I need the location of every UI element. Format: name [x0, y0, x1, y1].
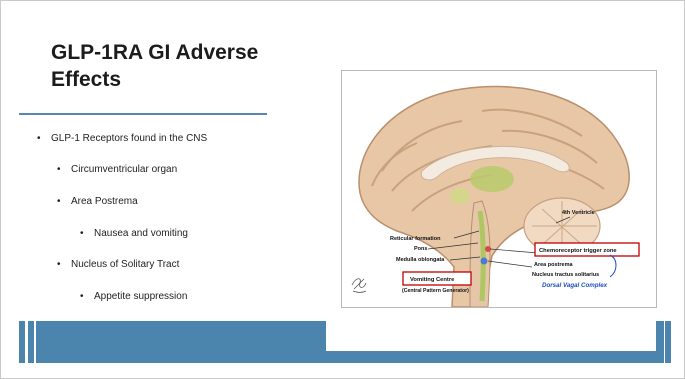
footer-left-bar	[19, 321, 25, 363]
brain-illustration: 4th Ventricle Reticular formation Pons M…	[342, 71, 656, 307]
label-chemoreceptor-trigger-zone: Chemoreceptor trigger zone	[539, 248, 617, 254]
slide-title-line1: GLP-1RA GI Adverse	[51, 41, 258, 64]
bullet-glyph: •	[57, 196, 71, 207]
label-pons: Pons	[414, 246, 427, 252]
dvc-bracket	[610, 255, 616, 277]
bullet-item: •Appetite suppression	[80, 291, 187, 302]
thalamus	[470, 166, 514, 192]
bullet-item: •Area Postrema	[57, 196, 138, 207]
bullet-text: Nucleus of Solitary Tract	[71, 259, 179, 270]
footer-band-cutout	[326, 321, 656, 351]
bullet-glyph: •	[37, 133, 51, 144]
bullet-text: Appetite suppression	[94, 291, 187, 302]
hypothalamus	[450, 188, 470, 204]
nts-dot	[481, 258, 488, 265]
bullet-item: •Circumventricular organ	[57, 164, 177, 175]
label-dorsal-vagal-complex: Dorsal Vagal Complex	[542, 282, 608, 289]
label-central-pattern-generator: (Central Pattern Generator)	[402, 288, 469, 294]
bullet-text: GLP-1 Receptors found in the CNS	[51, 133, 207, 144]
bullet-glyph: •	[57, 259, 71, 270]
label-nucleus-tractus-solitarius: Nucleus tractus solitarius	[532, 272, 599, 278]
bullet-text: Area Postrema	[71, 196, 138, 207]
label-vomiting-centre: Vomiting Centre	[410, 277, 455, 283]
bullet-item: •Nausea and vomiting	[80, 228, 188, 239]
slide-title-line2: Effects	[51, 68, 121, 91]
label-area-postrema: Area postrema	[534, 262, 573, 268]
label-4th-ventricle: 4th Ventricle	[562, 210, 595, 216]
bullet-glyph: •	[80, 228, 94, 239]
bullet-glyph: •	[57, 164, 71, 175]
brain-figure: 4th Ventricle Reticular formation Pons M…	[341, 70, 657, 308]
bullet-text: Nausea and vomiting	[94, 228, 188, 239]
title-underline	[19, 113, 267, 115]
footer-right-bar	[665, 321, 671, 363]
label-medulla-oblongata: Medulla oblongata	[396, 257, 445, 263]
label-reticular-formation: Reticular formation	[390, 236, 441, 242]
bullet-glyph: •	[80, 291, 94, 302]
figure-logo-icon	[352, 279, 366, 293]
slide-title: GLP-1RA GI Adverse Effects	[51, 39, 291, 93]
bullet-item: •Nucleus of Solitary Tract	[57, 259, 179, 270]
bullet-item: •GLP-1 Receptors found in the CNS	[37, 133, 207, 144]
footer-left-bar-2	[28, 321, 34, 363]
bullet-text: Circumventricular organ	[71, 164, 177, 175]
